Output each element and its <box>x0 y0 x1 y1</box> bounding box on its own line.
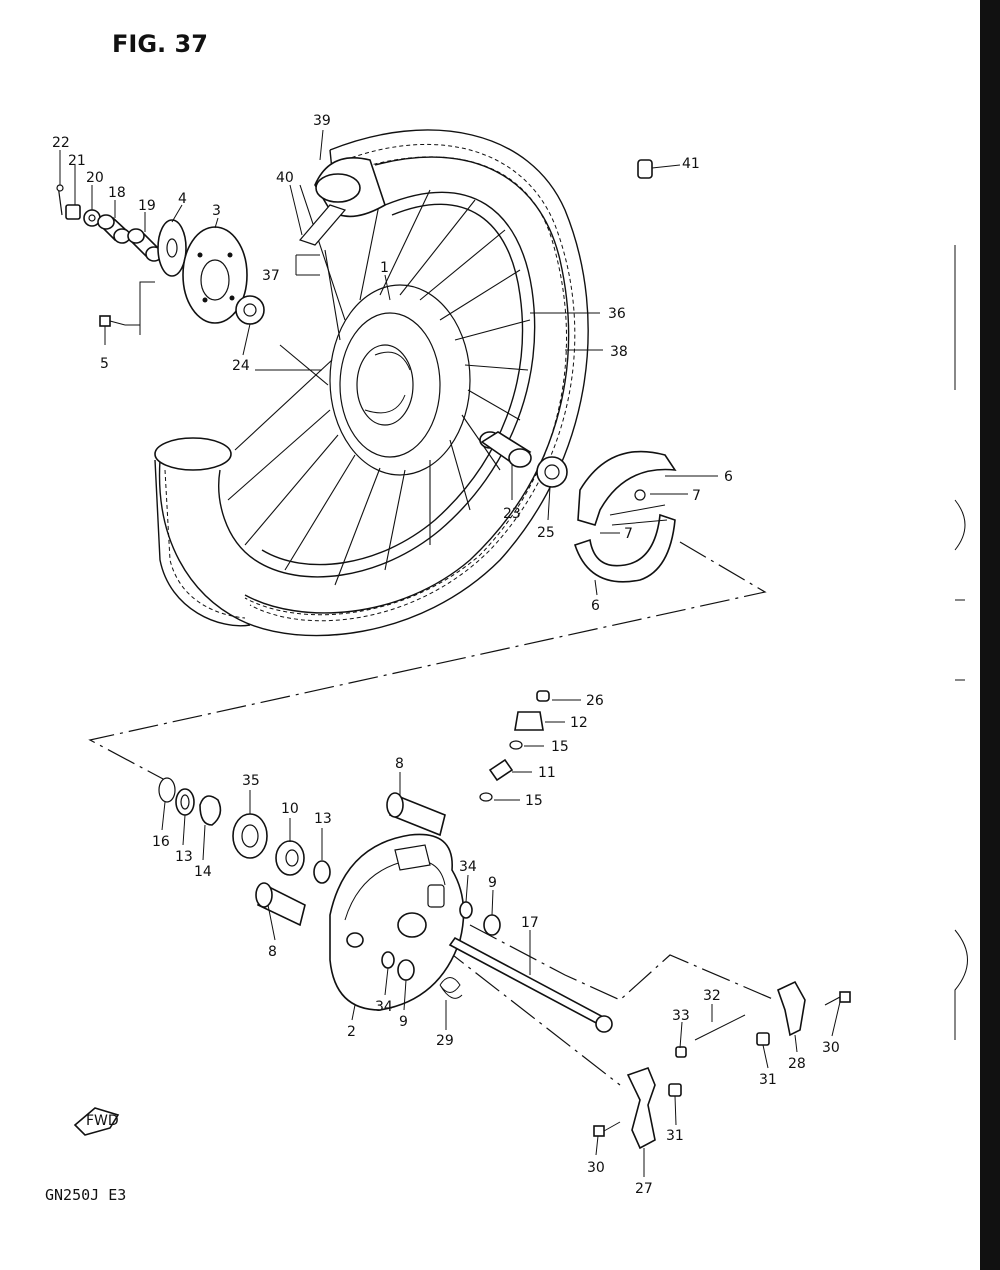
callout-31b: 31 <box>666 1128 684 1144</box>
callout-7a: 7 <box>692 488 701 504</box>
rim-band <box>298 204 347 246</box>
callout-36: 36 <box>608 306 626 322</box>
callout-35: 35 <box>242 773 260 789</box>
callout-20: 20 <box>86 170 104 186</box>
callout-12: 12 <box>570 715 588 731</box>
bolt-30a <box>824 991 851 1006</box>
brake-panel-2 <box>329 833 465 1011</box>
spring-29 <box>439 977 463 999</box>
callout-10: 10 <box>281 801 299 817</box>
callout-34a: 34 <box>459 859 477 875</box>
callout-1: 1 <box>380 260 389 276</box>
callout-17: 17 <box>521 915 539 931</box>
valve-cap-41 <box>637 159 681 179</box>
figure-title: FIG. 37 <box>112 30 208 58</box>
callout-6a: 6 <box>724 469 733 485</box>
fwd-label: FWD <box>86 1113 119 1129</box>
callout-38: 38 <box>610 344 628 360</box>
wheel-spokes <box>227 184 531 586</box>
rim-outline <box>218 191 536 578</box>
callout-18: 18 <box>108 185 126 201</box>
fwd-arrow-icon: FWD <box>73 1107 120 1136</box>
model-code: GN250J E3 <box>45 1186 126 1204</box>
bearing-25 <box>536 456 568 488</box>
callout-39: 39 <box>313 113 331 129</box>
callout-25: 25 <box>537 525 555 541</box>
callout-33: 33 <box>672 1008 690 1024</box>
callout-5: 5 <box>100 356 109 372</box>
axle-left-parts <box>56 184 265 335</box>
callout-8b: 8 <box>268 944 277 960</box>
spacer-23 <box>479 431 532 468</box>
nut-31a <box>756 1032 770 1046</box>
callout-9b: 9 <box>399 1014 408 1030</box>
callout-30b: 30 <box>587 1160 605 1176</box>
callout-2: 2 <box>347 1024 356 1040</box>
washer-34b <box>381 951 395 969</box>
callout-29: 29 <box>436 1033 454 1049</box>
callout-15b: 15 <box>525 793 543 809</box>
callout-19: 19 <box>138 198 156 214</box>
assembly-divider-line <box>88 541 767 781</box>
nut-33 <box>675 1046 687 1058</box>
leader-lines <box>59 129 841 1177</box>
callout-40: 40 <box>276 170 294 186</box>
callout-8a: 8 <box>395 756 404 772</box>
circlip-16 <box>158 777 176 803</box>
callout-4: 4 <box>178 191 187 207</box>
callout-16: 16 <box>152 834 170 850</box>
callout-13b: 13 <box>175 849 193 865</box>
brake-arm-27 <box>626 1066 656 1150</box>
callout-14: 14 <box>194 864 212 880</box>
nipple-11 <box>488 758 514 782</box>
callout-37: 37 <box>262 268 280 284</box>
tire-outline <box>158 129 589 637</box>
nut-21 <box>65 204 81 220</box>
callout-6b: 6 <box>591 598 600 614</box>
oring-15a <box>509 740 523 750</box>
callout-13a: 13 <box>314 811 332 827</box>
callout-34b: 34 <box>375 999 393 1015</box>
scan-edge <box>954 0 1000 1270</box>
axle-17 <box>448 936 613 1033</box>
callout-21: 21 <box>68 153 86 169</box>
rod-32 <box>694 1014 746 1041</box>
wheel-assembly <box>154 129 681 637</box>
washer-34a <box>459 901 473 919</box>
cap-26 <box>536 690 550 702</box>
callout-15a: 15 <box>551 739 569 755</box>
brake-panel-assembly: FWD <box>73 690 851 1150</box>
callout-labels: 22 21 20 18 19 4 3 5 24 37 1 39 40 41 36… <box>52 113 840 1197</box>
callout-23: 23 <box>503 506 521 522</box>
nut-31b <box>668 1083 682 1097</box>
brake-cam-8-lower <box>255 882 306 927</box>
brake-arm-28 <box>777 980 806 1037</box>
washer-9b <box>397 959 415 981</box>
brake-shoes <box>573 450 677 583</box>
washer-13 <box>313 860 331 884</box>
callout-32: 32 <box>703 988 721 1004</box>
washer-14 <box>199 795 222 826</box>
bolt-5 <box>99 315 126 327</box>
boot-12 <box>514 711 544 731</box>
callout-11: 11 <box>538 765 556 781</box>
callout-7b: 7 <box>624 526 633 542</box>
callout-27: 27 <box>635 1181 653 1197</box>
callout-31a: 31 <box>759 1072 777 1088</box>
callout-24: 24 <box>232 358 250 374</box>
callout-9a: 9 <box>488 875 497 891</box>
callout-28: 28 <box>788 1056 806 1072</box>
washer-9a <box>483 914 501 936</box>
bolt-30b <box>593 1121 621 1137</box>
callout-22: 22 <box>52 135 70 151</box>
brake-cam-8-upper <box>386 792 446 837</box>
tire-cut-end-lower <box>154 437 232 471</box>
callout-26: 26 <box>586 693 604 709</box>
callout-41: 41 <box>682 156 700 172</box>
oring-15b <box>479 792 493 802</box>
callout-30a: 30 <box>822 1040 840 1056</box>
callout-3: 3 <box>212 203 221 219</box>
